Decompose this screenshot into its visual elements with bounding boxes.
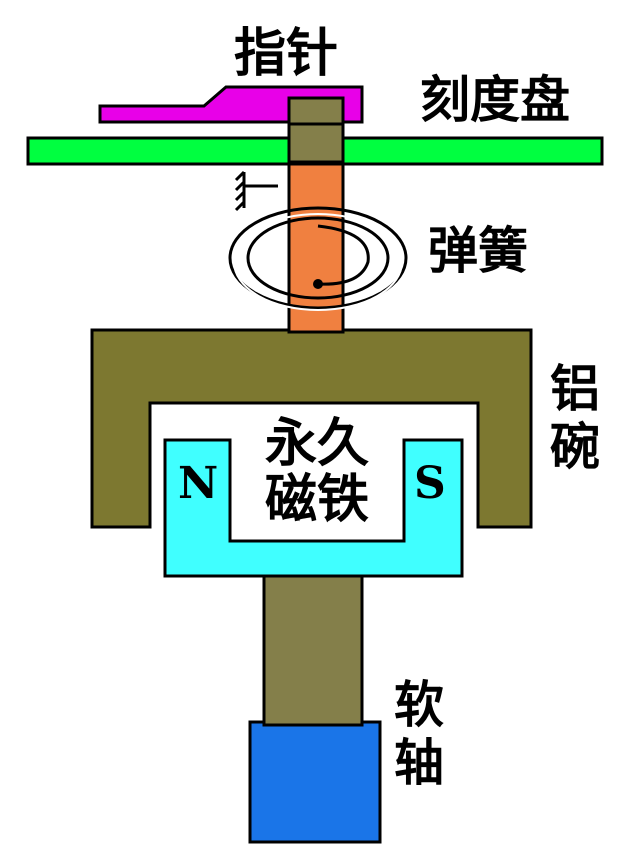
spring-label: 弹簧 (428, 222, 528, 280)
magnet-label-line1: 永久 (265, 414, 370, 474)
dial-label: 刻度盘 (420, 71, 570, 129)
spring-shaft (287, 158, 345, 334)
pointer-hub (287, 96, 345, 126)
soft-shaft-block (248, 720, 382, 844)
lower-shaft (262, 573, 364, 727)
spring-anchor (234, 170, 278, 212)
magnet-label-line2: 磁铁 (265, 470, 370, 530)
pole-s-label: S (414, 458, 446, 509)
spring-coil (228, 206, 408, 311)
permanent-magnet (163, 438, 464, 578)
soft-shaft-label: 软轴 (394, 676, 444, 792)
aluminum-cup-label: 铝碗 (550, 360, 600, 476)
aluminum-cup (90, 328, 533, 529)
spring-pin (313, 279, 323, 289)
pole-n-label: N (178, 458, 219, 509)
pointer-label: 指针 (234, 24, 339, 84)
